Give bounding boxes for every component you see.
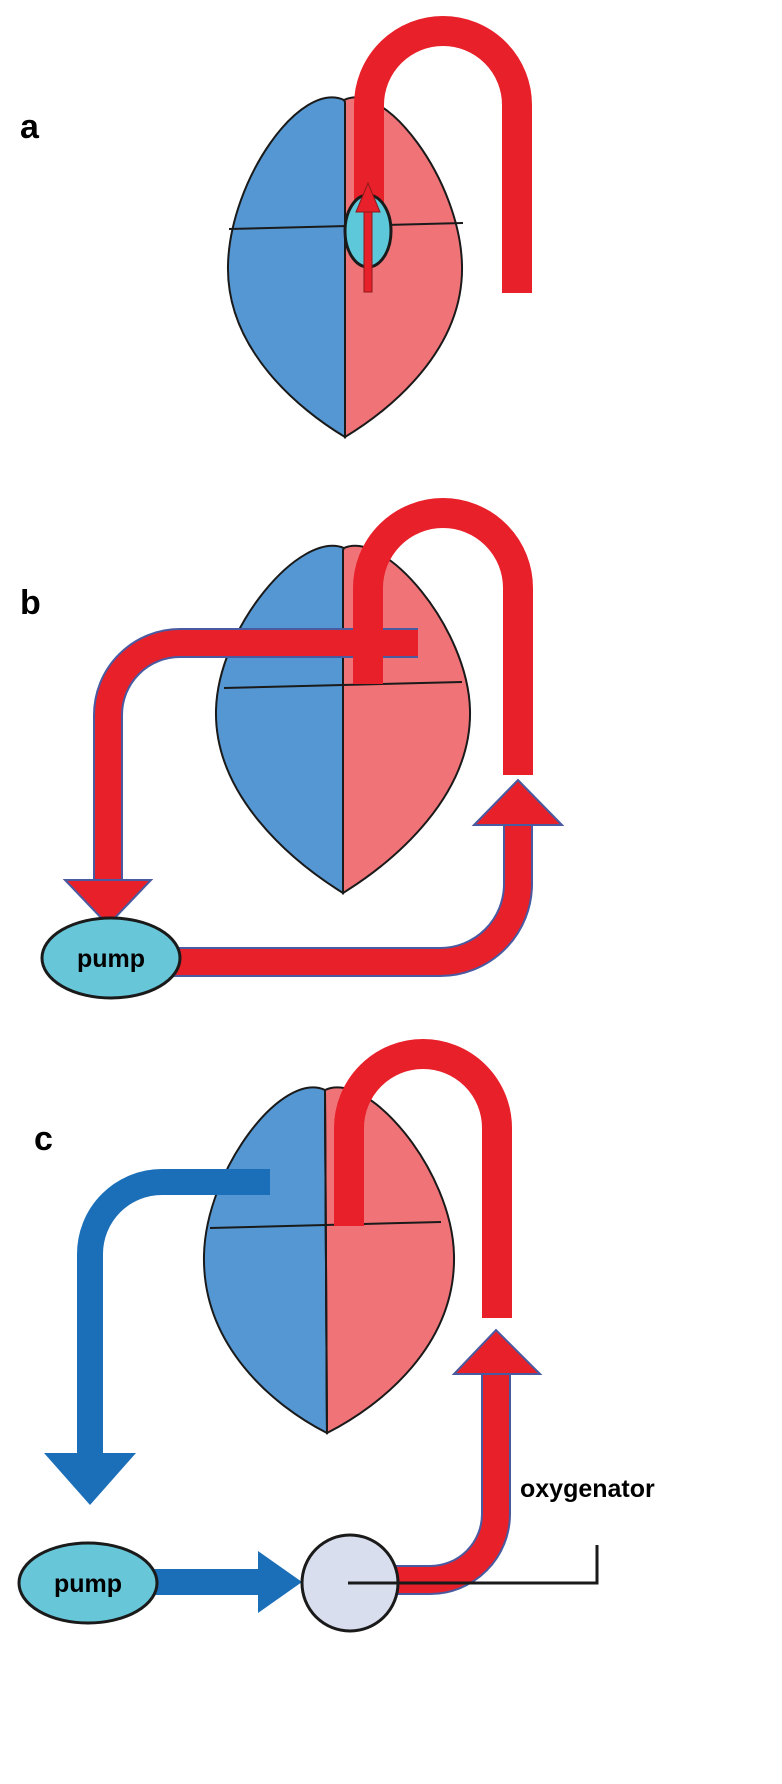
panel-c-pump-label: pump: [54, 1570, 122, 1598]
panel-b-pump-label: pump: [77, 945, 145, 973]
panel-c: c pump oxygenator: [17, 1039, 655, 1633]
panel-a-heart-left-half: [226, 96, 346, 439]
panel-b: b pump: [20, 498, 565, 1000]
panel-b-aortic-arch: [353, 498, 533, 775]
panel-a-label: a: [20, 108, 40, 146]
panel-a-device-arrow: [355, 181, 381, 293]
panel-c-heart-av-plane: [209, 1221, 442, 1229]
panel-a-aortic-arch: [354, 16, 532, 293]
panel-c-heart-left-half: [202, 1086, 329, 1435]
panel-a: a: [20, 16, 532, 439]
panel-c-oxygenator-return-arrowhead: [451, 1328, 543, 1375]
panel-c-heart: [202, 1086, 456, 1435]
panel-c-aortic-arch: [334, 1039, 512, 1318]
panel-b-drainage-arrowhead: [62, 879, 154, 927]
panel-b-heart-av-plane: [223, 681, 463, 689]
panel-b-heart-left-half: [214, 545, 346, 895]
panel-c-venous-arrowhead: [44, 1453, 136, 1505]
panel-b-pump: [40, 916, 182, 1000]
panel-c-pump: [17, 1541, 159, 1625]
panel-c-heart-septum: [324, 1091, 328, 1434]
panel-c-pump-to-oxygenator-line: [150, 1569, 262, 1595]
panel-c-pump-to-oxygenator-arrowhead: [258, 1551, 302, 1613]
panel-c-venous-drainage: [77, 1169, 270, 1455]
panel-c-label: c: [34, 1120, 53, 1158]
panel-c-oxygenator-label: oxygenator: [520, 1475, 655, 1503]
panel-a-heart: [226, 96, 464, 439]
panel-c-oxygenator-callout-line: [348, 1545, 599, 1585]
panel-b-label: b: [20, 584, 41, 622]
panel-b-heart: [214, 544, 472, 895]
panel-b-return-arrowhead: [471, 778, 565, 826]
